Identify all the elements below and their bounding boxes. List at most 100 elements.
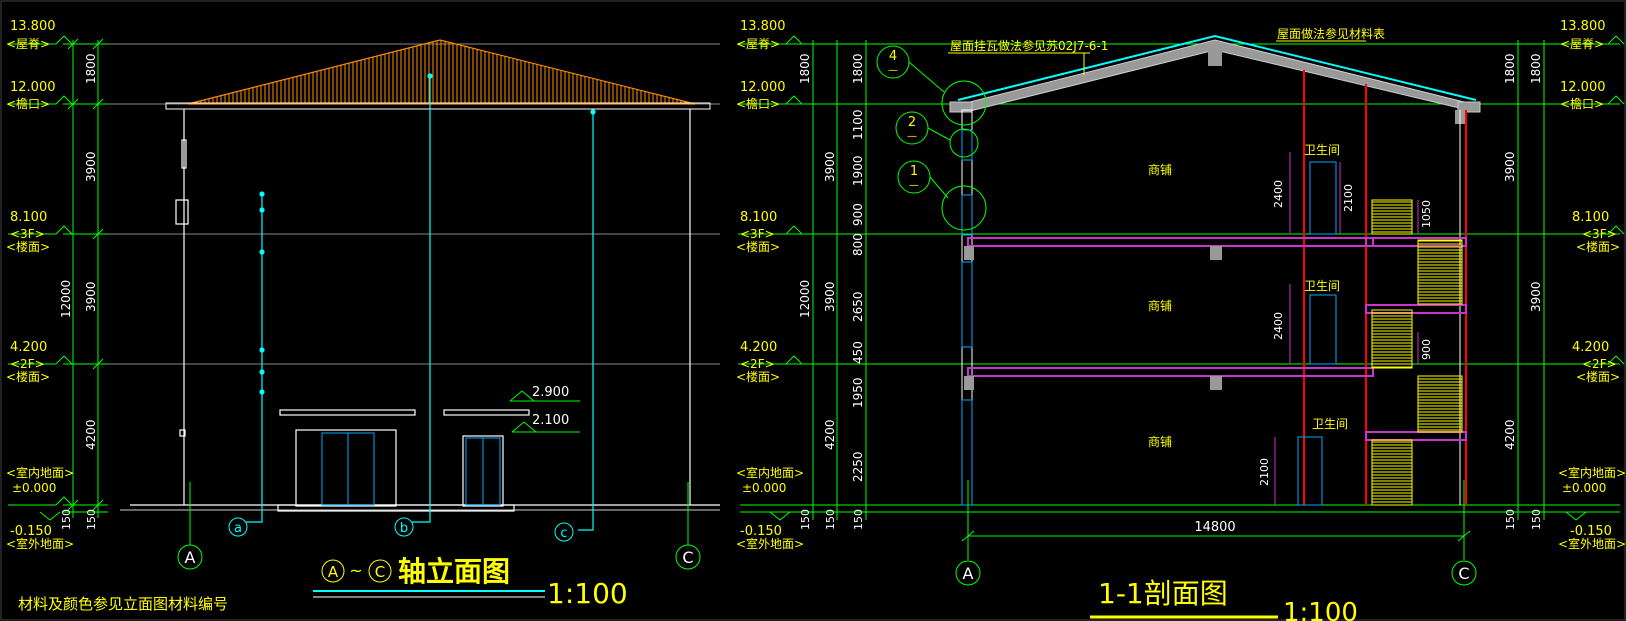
detail-mark-4: 4: [889, 49, 897, 64]
room-wc-2f: 卫生间: [1304, 279, 1340, 293]
section-stairs: [1371, 199, 1463, 506]
section-left-level-m150-name: <室外地面>: [736, 536, 804, 551]
level-4200-value: 4.200: [10, 340, 47, 355]
room-wc-1f: 卫生间: [1312, 417, 1348, 431]
dim-1800: 1800: [84, 53, 98, 84]
right-dim-1800-b: 1800: [1529, 53, 1543, 84]
level-13800-name: <屋脊>: [6, 37, 50, 51]
internal-dim-2100-3f: 2100: [1342, 184, 1355, 212]
section-left-level-labels: 13.800 <屋脊> 12.000 <檐口> 8.100 <3F> <楼面> …: [736, 19, 804, 551]
section-left-level-4200-sub: <楼面>: [736, 369, 780, 384]
section-left-level-13800-value: 13.800: [740, 19, 786, 34]
right-dim-3900-a: 3900: [1503, 151, 1517, 182]
room-shop-2f: 商铺: [1148, 298, 1172, 313]
section-left-level-8100-sub: <楼面>: [736, 239, 780, 254]
elevation-doors: [321, 432, 501, 506]
section-axis-a-label: A: [963, 564, 974, 583]
level-12000-name: <檐口>: [6, 97, 50, 111]
section-right-level-8100-name: <3F>: [1582, 227, 1617, 241]
section-right-level-labels: 13.800 <屋脊> 12.000 <檐口> 8.100 <3F> <楼面> …: [1558, 19, 1626, 551]
level-0-name: <室内地面>: [6, 465, 74, 480]
axis-c-label: C: [682, 548, 693, 567]
detail-mark-1: 1: [910, 164, 918, 179]
dim-4200: 4200: [84, 419, 98, 450]
section-beams: [964, 246, 1222, 390]
right-dim-3900-b: 3900: [1529, 281, 1543, 312]
dim-150-a: 150: [60, 509, 73, 530]
level-m150-name: <室外地面>: [6, 536, 74, 551]
detail-mark-4-sub: —: [888, 65, 898, 76]
section-dim-4200: 4200: [823, 419, 837, 450]
level-0-value: ±0.000: [12, 481, 56, 495]
section-dim-150-a: 150: [799, 509, 812, 530]
section-title: 1-1剖面图 1:100: [1090, 577, 1358, 621]
elevation-eave: [165, 102, 711, 110]
title-axis-a: A: [328, 563, 339, 581]
section-axis-bubbles: A C: [955, 560, 1477, 586]
elevation-scale: 1:100: [547, 577, 628, 610]
detail-mark-1-sub: —: [909, 180, 919, 191]
canopy-level-upper: 2.900: [532, 385, 569, 400]
level-13800-value: 13.800: [10, 19, 56, 34]
section-slabs: [967, 237, 1467, 441]
internal-dim-1050: 1050: [1420, 200, 1433, 228]
section-scale: 1:100: [1283, 598, 1358, 621]
title-tilde: ~: [349, 561, 362, 580]
section-right-level-12000-name: <檐口>: [1560, 97, 1604, 111]
section-view[interactable]: 商铺 商铺 商铺 卫生间 卫生间 卫生间 2400 2100 1050 2400…: [736, 19, 1626, 621]
dim-150-b: 150: [85, 509, 98, 530]
section-left-level-8100-name: <3F>: [740, 227, 775, 241]
section-right-level-m150-value: -0.150: [1570, 524, 1612, 539]
section-dim-1100: 1100: [851, 109, 865, 140]
section-roof: [949, 34, 1481, 124]
level-4200-sub: <楼面>: [6, 369, 50, 384]
internal-dim-2400-2f: 2400: [1272, 312, 1285, 340]
elevation-dim-texts: 1800 3900 12000 3900 4200 150 150: [59, 53, 98, 530]
title-axis-c: C: [375, 563, 385, 581]
elevation-level-labels: 13.800 <屋脊> 12.000 <檐口> 8.100 <3F> <楼面> …: [6, 19, 74, 551]
dim-12000: 12000: [59, 280, 73, 318]
elevation-downpipes: [246, 73, 596, 531]
section-right-level-4200-sub: <楼面>: [1576, 369, 1620, 384]
section-dim-12000: 12000: [798, 280, 812, 318]
canopy-level-lower: 2.100: [532, 413, 569, 428]
section-right-level-4200-name: <2F>: [1582, 357, 1617, 371]
section-dim-150-b: 150: [824, 509, 837, 530]
level-8100-sub: <楼面>: [6, 239, 50, 254]
section-dim-900: 900: [851, 203, 865, 226]
elevation-outline: [130, 109, 720, 512]
section-doors: [1297, 161, 1337, 506]
internal-dim-2400-3f: 2400: [1272, 180, 1285, 208]
elevation-level-lines: [70, 43, 720, 511]
section-left-level-13800-name: <屋脊>: [736, 37, 780, 51]
section-dim-3900-upper: 3900: [823, 151, 837, 182]
section-left-level-4200-value: 4.200: [740, 340, 777, 355]
section-dim-800: 800: [851, 233, 865, 256]
section-overall-width: 14800: [961, 480, 1471, 560]
section-dim-450: 450: [851, 341, 865, 364]
room-shop-1f: 商铺: [1148, 434, 1172, 449]
section-dim-2250: 2250: [851, 451, 865, 482]
section-dim-1900: 1900: [851, 155, 865, 186]
elevation-view[interactable]: a b c 2.900 2.100: [6, 19, 720, 613]
material-note: 材料及颜色参见立面图材料编号: [18, 595, 228, 613]
roof-note-left: 屋面挂瓦做法参见苏02J7-6-1: [950, 38, 1108, 53]
section-left-dim-texts: 1800 3900 12000 3900 4200 150 150 1800 1…: [798, 53, 865, 530]
overall-width-14800: 14800: [1194, 520, 1235, 535]
downpipe-callouts: a b c: [228, 517, 574, 542]
section-right-dim-lines: [1517, 40, 1545, 520]
section-left-level-m150-value: -0.150: [740, 524, 782, 539]
level-m150-value: -0.150: [10, 524, 52, 539]
callout-b-label: b: [400, 521, 408, 536]
section-left-level-8100-value: 8.100: [740, 210, 777, 225]
section-right-level-4200-value: 4.200: [1572, 340, 1609, 355]
level-12000-value: 12.000: [10, 80, 56, 95]
axis-a-label: A: [185, 548, 196, 567]
internal-dim-2100-1f: 2100: [1258, 458, 1271, 486]
section-right-level-13800-name: <屋脊>: [1560, 37, 1604, 51]
section-right-level-12000-value: 12.000: [1560, 80, 1606, 95]
section-dim-150-inner: 150: [852, 509, 865, 530]
section-left-level-12000-value: 12.000: [740, 80, 786, 95]
